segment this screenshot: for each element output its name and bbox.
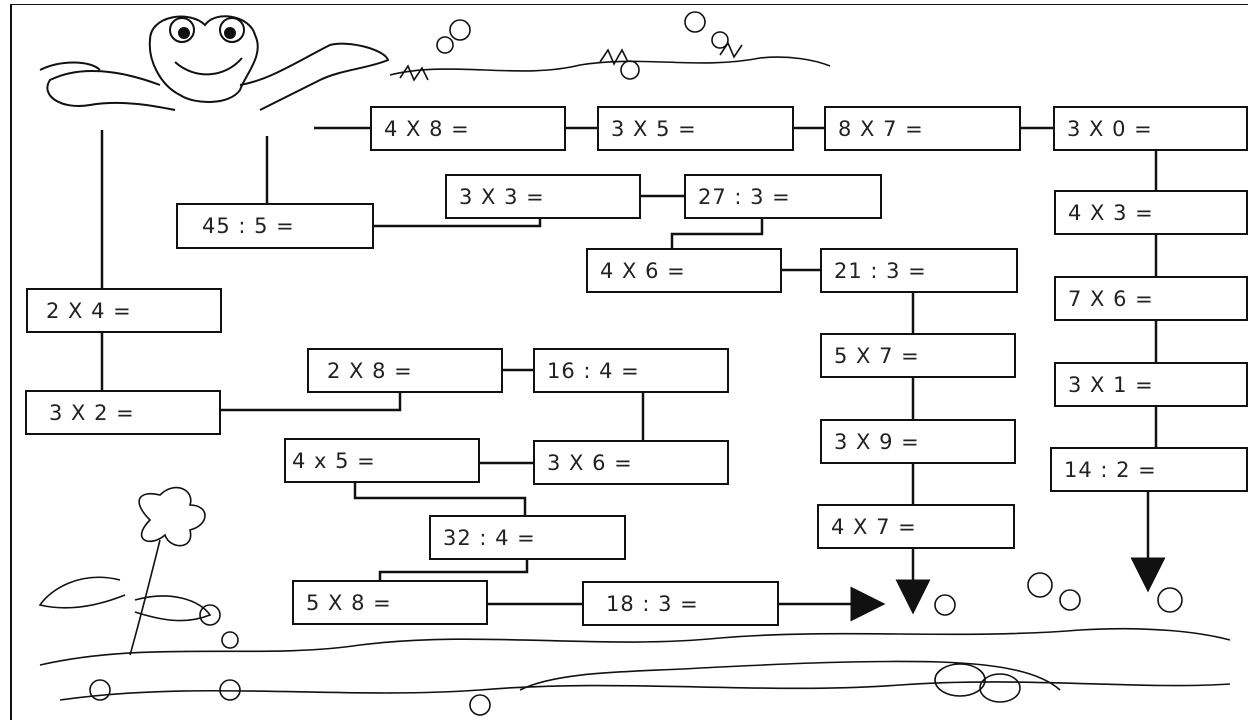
problem-box[interactable]: 5 X 7 =	[820, 333, 1016, 378]
problem-box[interactable]: 45 : 5 =	[176, 203, 374, 249]
problem-text: 3 X 3 =	[459, 185, 545, 209]
problem-box[interactable]: 3 X 0 =	[1053, 106, 1248, 151]
problem-box[interactable]: 3 X 2 =	[25, 390, 221, 435]
problem-box[interactable]: 18 : 3 =	[582, 581, 779, 626]
problem-text: 27 : 3 =	[698, 185, 791, 209]
problem-box[interactable]: 32 : 4 =	[429, 515, 626, 560]
problem-box[interactable]: 4 X 3 =	[1054, 190, 1248, 235]
problem-box[interactable]: 14 : 2 =	[1050, 447, 1248, 492]
problem-box[interactable]: 3 X 9 =	[820, 419, 1016, 464]
problem-text: 18 : 3 =	[606, 592, 699, 616]
problem-text: 45 : 5 =	[202, 214, 295, 238]
problem-text: 14 : 2 =	[1064, 458, 1157, 482]
problem-box[interactable]: 2 X 8 =	[307, 348, 503, 393]
problem-text: 5 X 7 =	[834, 344, 920, 368]
problem-text: 8 X 7 =	[838, 117, 924, 141]
problem-box[interactable]: 4 X 7 =	[817, 504, 1015, 549]
problem-text: 4 X 3 =	[1068, 201, 1154, 225]
problem-text: 16 : 4 =	[547, 359, 640, 383]
problem-box[interactable]: 8 X 7 =	[824, 106, 1021, 151]
problem-box[interactable]: 2 X 4 =	[26, 288, 222, 333]
frog-illustration	[40, 16, 388, 110]
problem-text: 3 X 1 =	[1068, 373, 1154, 397]
problem-text: 3 X 9 =	[834, 430, 920, 454]
problem-text: 3 X 5 =	[611, 117, 697, 141]
problem-text: 2 X 8 =	[327, 359, 413, 383]
problem-box[interactable]: 27 : 3 =	[684, 174, 882, 219]
problem-text: 7 X 6 =	[1068, 287, 1154, 311]
problem-box[interactable]: 4 X 8 =	[370, 106, 566, 151]
problem-box[interactable]: 4 X 6 =	[586, 248, 782, 293]
problem-text: 4 X 6 =	[600, 259, 686, 283]
problem-box[interactable]: 3 X 3 =	[445, 174, 641, 219]
problem-text: 32 : 4 =	[443, 526, 536, 550]
problem-box[interactable]: 16 : 4 =	[533, 348, 729, 393]
top-flowers	[390, 12, 830, 80]
problem-text: 4 X 8 =	[384, 117, 470, 141]
problem-box[interactable]: 21 : 3 =	[820, 248, 1018, 293]
problem-text: 3 X 0 =	[1067, 117, 1153, 141]
problem-box[interactable]: 5 X 8 =	[292, 580, 488, 625]
problem-box[interactable]: 3 X 5 =	[597, 106, 794, 151]
problem-box[interactable]: 3 X 6 =	[533, 440, 729, 485]
problem-text: 21 : 3 =	[834, 259, 927, 283]
problem-box[interactable]: 3 X 1 =	[1054, 362, 1248, 407]
problem-box[interactable]: 4 x 5 =	[284, 438, 480, 483]
problem-text: 2 X 4 =	[46, 299, 132, 323]
problem-text: 4 X 7 =	[831, 515, 917, 539]
problem-box[interactable]: 7 X 6 =	[1054, 276, 1248, 321]
problem-text: 3 X 2 =	[49, 401, 135, 425]
problem-text: 5 X 8 =	[306, 591, 392, 615]
problem-text: 3 X 6 =	[547, 451, 633, 475]
problem-text: 4 x 5 =	[292, 449, 376, 473]
